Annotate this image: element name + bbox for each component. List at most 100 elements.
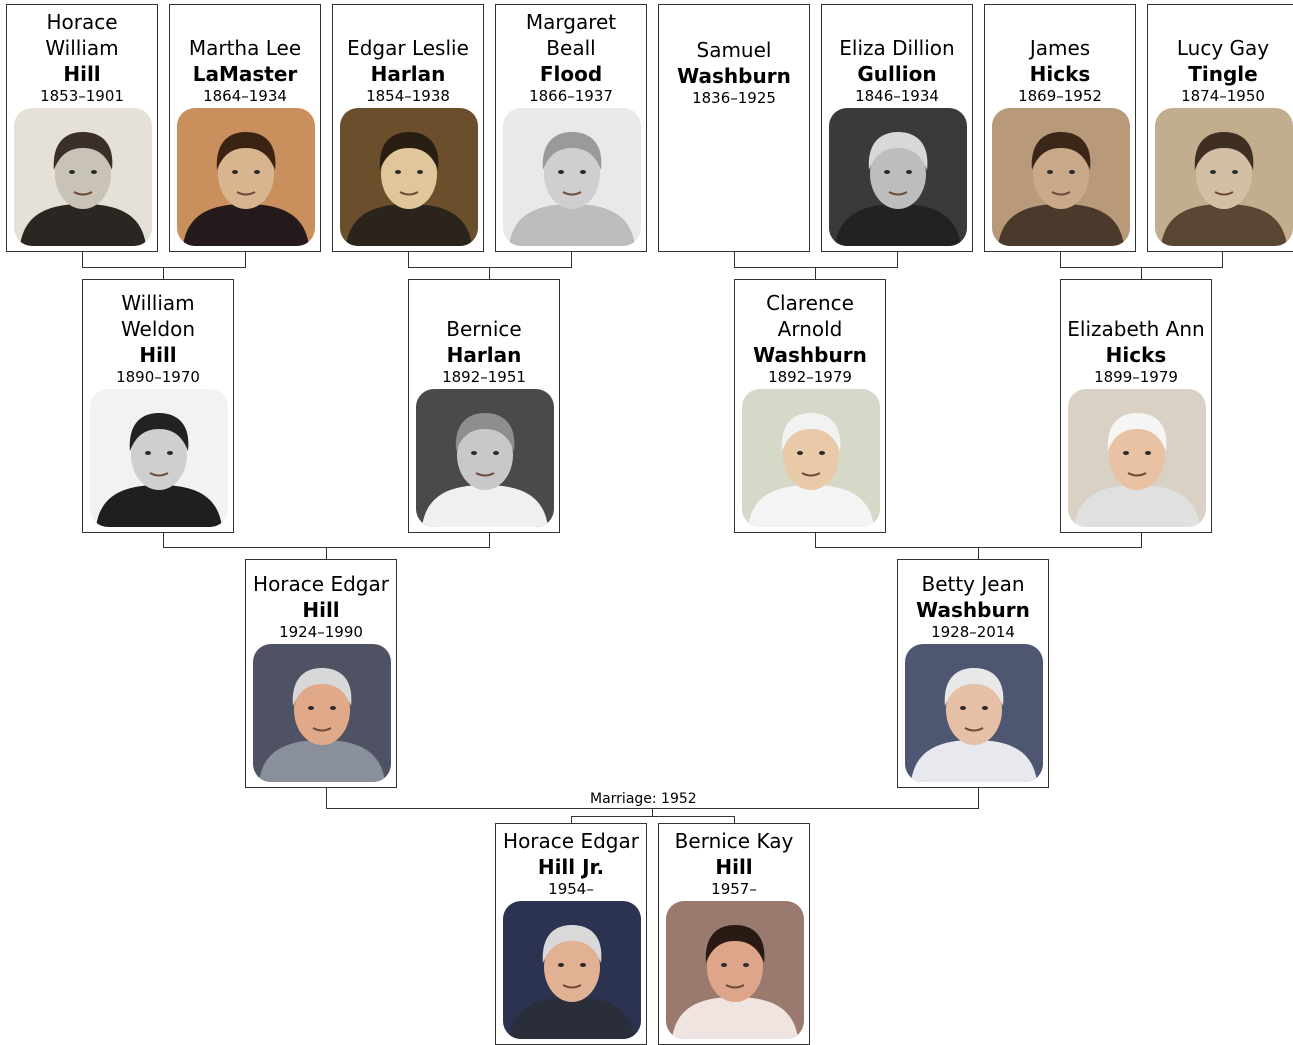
connector-line xyxy=(489,267,490,279)
marriage-label: Marriage: 1952 xyxy=(587,791,700,807)
connector-line xyxy=(815,533,816,547)
surname: Harlan xyxy=(370,62,446,86)
life-years: 1836–1925 xyxy=(692,89,776,107)
life-years: 1890–1970 xyxy=(116,368,200,386)
portrait-photo xyxy=(416,389,554,527)
life-years: 1869–1952 xyxy=(1018,87,1102,105)
connector-line xyxy=(1060,252,1061,267)
portrait-photo xyxy=(905,644,1043,782)
life-years: 1954– xyxy=(548,880,594,898)
given-name: Bernice Kay xyxy=(674,829,794,853)
connector-line xyxy=(1222,252,1223,267)
connector-line xyxy=(1141,267,1142,279)
portrait-photo xyxy=(829,108,967,246)
life-years: 1866–1937 xyxy=(529,87,613,105)
connector-line xyxy=(408,267,572,268)
connector-line xyxy=(571,816,734,817)
portrait-photo xyxy=(1155,108,1293,246)
portrait-photo xyxy=(503,108,641,246)
connector-line xyxy=(571,816,572,823)
life-years: 1874–1950 xyxy=(1181,87,1265,105)
connector-line xyxy=(1141,533,1142,547)
given-name: Elizabeth Ann xyxy=(1067,317,1205,341)
connector-line xyxy=(163,533,164,547)
surname: LaMaster xyxy=(192,62,298,86)
portrait-photo xyxy=(666,901,804,1039)
connector-line xyxy=(82,252,83,267)
given-name: Edgar Leslie xyxy=(347,36,469,60)
life-years: 1892–1951 xyxy=(442,368,526,386)
surname: Hill xyxy=(715,855,753,879)
life-years: 1846–1934 xyxy=(855,87,939,105)
given-name: Horace Edgar xyxy=(503,829,639,853)
connector-line xyxy=(245,252,246,267)
connector-line xyxy=(326,547,327,559)
surname: Washburn xyxy=(677,64,791,88)
connector-line xyxy=(408,252,409,267)
life-years: 1924–1990 xyxy=(279,623,363,641)
connector-line xyxy=(978,788,979,808)
given-name: Martha Lee xyxy=(188,36,302,60)
life-years: 1854–1938 xyxy=(366,87,450,105)
connector-line xyxy=(571,252,572,267)
given-name: Bernice xyxy=(446,317,522,341)
life-years: 1853–1901 xyxy=(40,87,124,105)
portrait-photo xyxy=(90,389,228,527)
surname: Tingle xyxy=(1188,62,1258,86)
surname: Flood xyxy=(539,62,603,86)
surname: Harlan xyxy=(446,343,522,367)
portrait-photo xyxy=(1068,389,1206,527)
connector-line xyxy=(734,816,735,823)
given-name: Eliza Dillion xyxy=(839,36,955,60)
given-name: James xyxy=(1029,36,1091,60)
connector-line xyxy=(897,252,898,267)
surname: Hill Jr. xyxy=(537,855,605,879)
portrait-photo xyxy=(340,108,478,246)
connector-line xyxy=(815,267,816,279)
given-name: Betty Jean xyxy=(921,572,1025,596)
given-name: William Weldon xyxy=(120,291,196,341)
life-years: 1899–1979 xyxy=(1094,368,1178,386)
given-name: Lucy Gay xyxy=(1176,36,1270,60)
surname: Washburn xyxy=(753,343,867,367)
portrait-photo xyxy=(14,108,152,246)
given-name: Horace Edgar xyxy=(253,572,389,596)
connector-line xyxy=(734,252,735,267)
surname: Gullion xyxy=(857,62,937,86)
given-name: Clarence Arnold xyxy=(766,291,854,341)
surname: Washburn xyxy=(916,598,1030,622)
portrait-photo xyxy=(253,644,391,782)
surname: Hill xyxy=(302,598,340,622)
